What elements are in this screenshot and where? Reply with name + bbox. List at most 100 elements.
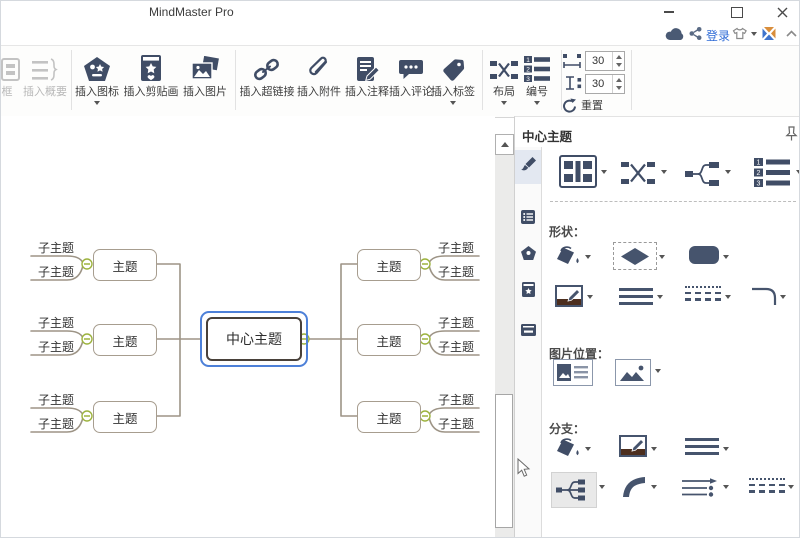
ribbon-item-layout[interactable]: 布局 bbox=[484, 50, 524, 105]
layout-style-branch-button[interactable] bbox=[621, 159, 655, 187]
topic-node[interactable]: 主题 bbox=[93, 401, 157, 433]
branch-line-style-button[interactable] bbox=[749, 478, 785, 493]
close-button[interactable] bbox=[766, 1, 798, 23]
format-brush-icon[interactable] bbox=[520, 156, 537, 173]
dropdown-arrow-icon[interactable] bbox=[661, 170, 667, 174]
layout-style-map-button[interactable] bbox=[559, 155, 597, 189]
layout-style-numbered-button[interactable]: 1 2 3 bbox=[753, 157, 791, 189]
subtopic-node[interactable]: 子主题 bbox=[437, 265, 474, 279]
topic-node[interactable]: 主题 bbox=[357, 324, 421, 356]
shape-line-style-button[interactable] bbox=[685, 286, 721, 301]
spin-up-icon[interactable] bbox=[615, 78, 622, 82]
dropdown-arrow-icon[interactable] bbox=[651, 485, 657, 489]
dropdown-arrow-icon[interactable] bbox=[723, 255, 729, 259]
minimize-button[interactable] bbox=[653, 1, 685, 23]
ribbon-item-insert-clipart[interactable]: 插入剪贴画 bbox=[122, 50, 180, 98]
collapse-ribbon-icon[interactable] bbox=[785, 29, 798, 39]
dropdown-arrow-icon[interactable] bbox=[725, 295, 731, 299]
topic-node[interactable]: 主题 bbox=[93, 249, 157, 281]
h-spacing-spinbox[interactable]: 30 bbox=[585, 51, 625, 71]
topic-node[interactable]: 主题 bbox=[357, 249, 421, 281]
dropdown-arrow-icon[interactable] bbox=[587, 295, 593, 299]
outline-list-icon[interactable] bbox=[520, 209, 536, 225]
task-box-icon[interactable] bbox=[520, 323, 537, 337]
dropdown-arrow-icon[interactable] bbox=[725, 170, 731, 174]
reset-button[interactable]: 重置 bbox=[562, 97, 603, 113]
spin-down-icon[interactable] bbox=[615, 86, 622, 90]
spin-down-icon[interactable] bbox=[615, 63, 622, 67]
dropdown-arrow-icon[interactable] bbox=[796, 170, 799, 174]
dropdown-arrow-icon[interactable] bbox=[585, 255, 591, 259]
subtopic-node[interactable]: 子主题 bbox=[37, 417, 74, 431]
dropdown-arrow-icon[interactable] bbox=[723, 485, 729, 489]
ribbon-item-frame[interactable]: 框 bbox=[1, 50, 35, 98]
shirt-skin-icon[interactable] bbox=[732, 27, 748, 40]
subtopic-node[interactable]: 子主题 bbox=[437, 417, 474, 431]
ribbon-item-insert-comment[interactable]: 插入评论 bbox=[383, 50, 439, 98]
v-spacing-spinbox[interactable]: 30 bbox=[585, 74, 625, 94]
ribbon-item-numbering[interactable]: 1 2 3 编号 bbox=[517, 50, 557, 105]
topic-node[interactable]: 主题 bbox=[93, 324, 157, 356]
subtopic-node[interactable]: 子主题 bbox=[437, 393, 474, 407]
ribbon-item-insert-tag[interactable]: 插入标签 bbox=[425, 50, 481, 105]
dropdown-arrow-icon[interactable] bbox=[788, 485, 794, 489]
image-only-button[interactable] bbox=[615, 359, 651, 386]
ribbon-item-insert-icon[interactable]: 插入图标 bbox=[69, 50, 125, 105]
scrollbar-up-button[interactable] bbox=[495, 134, 514, 155]
layout-style-tree-button[interactable] bbox=[685, 161, 719, 187]
subtopic-node[interactable]: 子主题 bbox=[437, 340, 474, 354]
ribbon-item-label: 插入剪贴画 bbox=[123, 86, 179, 98]
subtopic-node[interactable]: 子主题 bbox=[37, 316, 74, 330]
ribbon-item-insert-hyperlink[interactable]: 插入超链接 bbox=[238, 50, 296, 98]
shape-roundrect-button[interactable] bbox=[689, 246, 719, 264]
clipart-tab-icon[interactable] bbox=[521, 281, 536, 298]
pin-icon[interactable] bbox=[785, 126, 798, 142]
share-icon[interactable] bbox=[689, 26, 702, 41]
shape-diamond-button[interactable] bbox=[613, 242, 657, 270]
spinner-buttons[interactable] bbox=[612, 75, 624, 93]
spinner-buttons[interactable] bbox=[612, 52, 624, 70]
dropdown-arrow-icon[interactable] bbox=[655, 369, 661, 373]
subtopic-node[interactable]: 子主题 bbox=[437, 316, 474, 330]
spin-up-icon[interactable] bbox=[615, 55, 622, 59]
branch-arrow-button[interactable] bbox=[681, 477, 719, 497]
dropdown-arrow-icon[interactable] bbox=[659, 255, 665, 259]
ribbon-item-insert-attachment[interactable]: 插入附件 bbox=[291, 50, 347, 98]
shirt-dropdown-arrow-icon[interactable] bbox=[751, 32, 757, 36]
dropdown-arrow-icon[interactable] bbox=[657, 295, 663, 299]
scrollbar-thumb[interactable] bbox=[495, 394, 513, 528]
shape-line-weight-button[interactable] bbox=[619, 288, 653, 305]
branch-curve-button[interactable] bbox=[621, 475, 647, 499]
dropdown-arrow-icon[interactable] bbox=[651, 447, 657, 451]
dropdown-arrow-icon[interactable] bbox=[585, 447, 591, 451]
subtopic-node[interactable]: 子主题 bbox=[37, 265, 74, 279]
branch-style-tree-button[interactable] bbox=[551, 472, 597, 508]
ribbon-item-insert-summary[interactable]: 插入概要 bbox=[17, 50, 73, 98]
cloud-sync-icon[interactable] bbox=[664, 27, 684, 41]
subtopic-node[interactable]: 子主题 bbox=[437, 241, 474, 255]
image-with-text-button[interactable] bbox=[553, 359, 593, 386]
ribbon-item-insert-note[interactable]: 插入注释 bbox=[339, 50, 395, 98]
icon-library-icon[interactable] bbox=[520, 245, 537, 261]
maximize-button[interactable] bbox=[721, 1, 753, 23]
dropdown-arrow-icon[interactable] bbox=[599, 485, 605, 489]
branch-fill-button[interactable] bbox=[555, 437, 582, 460]
shape-connector-corner-button[interactable] bbox=[751, 284, 777, 306]
ribbon-item-insert-picture[interactable]: 插入图片 bbox=[177, 50, 233, 98]
login-link[interactable]: 登录 bbox=[706, 29, 731, 43]
dropdown-arrow-icon[interactable] bbox=[723, 447, 729, 451]
dropdown-arrow-icon[interactable] bbox=[780, 295, 786, 299]
branch-border-fill-button[interactable] bbox=[619, 435, 647, 457]
mindmap-canvas[interactable]: 中心主题 主题 主题 主题 主题 主题 主题 子主题 子主题 子主题 子主题 子… bbox=[1, 116, 495, 537]
topic-node[interactable]: 主题 bbox=[357, 401, 421, 433]
subtopic-node[interactable]: 子主题 bbox=[37, 241, 74, 255]
subtopic-node[interactable]: 子主题 bbox=[37, 340, 74, 354]
shape-border-fill-button[interactable] bbox=[555, 285, 583, 307]
subtopic-node[interactable]: 子主题 bbox=[37, 393, 74, 407]
promo-x-icon[interactable] bbox=[761, 26, 777, 41]
shape-fill-button[interactable] bbox=[555, 245, 582, 268]
dropdown-arrow-icon[interactable] bbox=[601, 170, 607, 174]
central-topic-node[interactable]: 中心主题 bbox=[206, 317, 302, 361]
svg-text:3: 3 bbox=[757, 181, 761, 188]
branch-line-weight-button[interactable] bbox=[685, 438, 719, 455]
